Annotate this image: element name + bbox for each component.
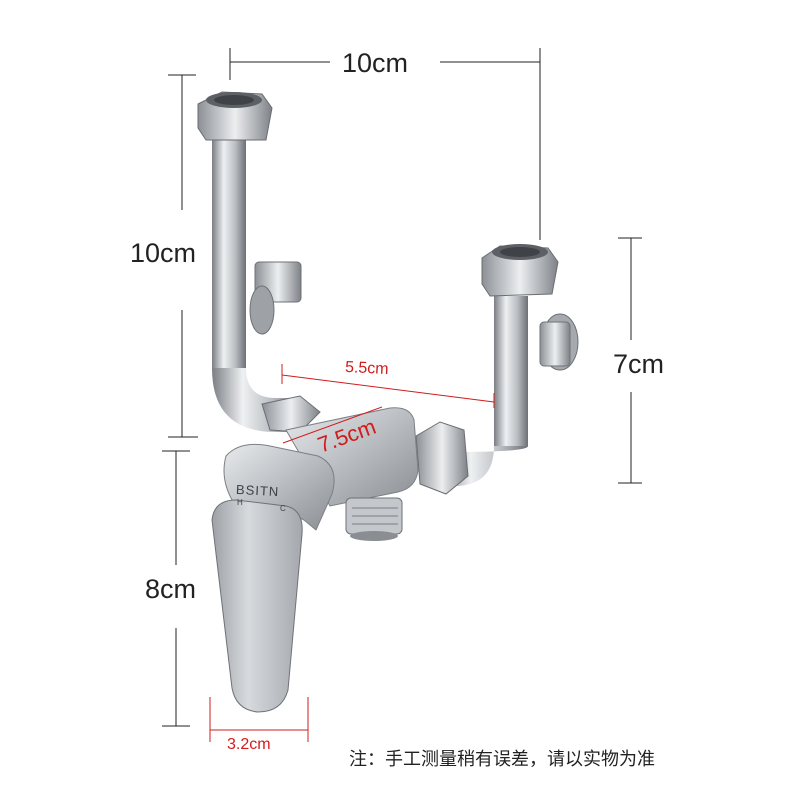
handle — [211, 443, 335, 713]
left-inlet-pipe — [197, 91, 302, 432]
body-length-line — [282, 406, 383, 444]
measurement-note: 注：手工测量稍有误差，请以实物为准 — [349, 749, 655, 769]
hot-mark: H — [237, 498, 243, 507]
inlet-spacing-line — [281, 374, 495, 403]
top-width-label: 10cm — [342, 48, 409, 78]
red-annotations — [209, 364, 495, 742]
inlet-spacing-label: 5.5cm — [344, 358, 390, 379]
brand-logo: BSITN — [235, 481, 280, 500]
right-inlet-pipe — [415, 244, 579, 495]
handle-width-label: 3.2cm — [227, 736, 271, 753]
handle-height-label: 8cm — [145, 574, 197, 604]
left-height-label: 10cm — [130, 238, 197, 268]
dimension-lines — [162, 48, 642, 727]
right-height-label: 7cm — [613, 349, 665, 379]
cold-mark: C — [280, 504, 286, 513]
